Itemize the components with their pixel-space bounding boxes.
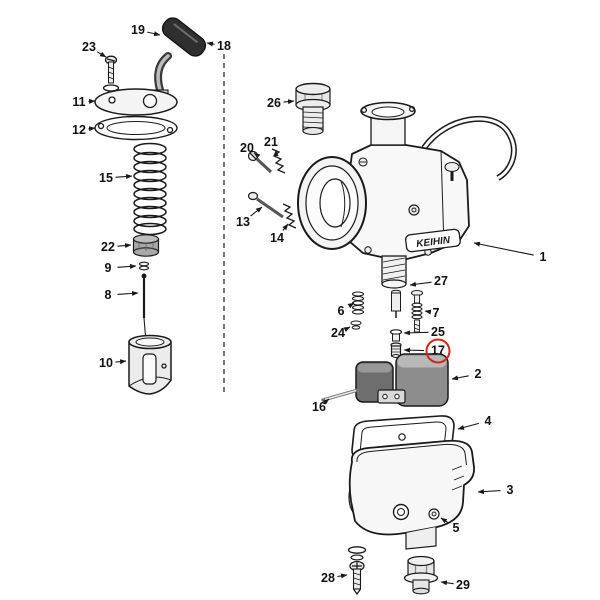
brand-label: KEIHIN: [416, 235, 452, 250]
carburetor-body: KEIHIN: [297, 101, 517, 289]
leader-line-24: [343, 326, 351, 332]
cable-adjuster-part: [150, 17, 207, 104]
part-label-1[interactable]: 1: [539, 249, 547, 264]
top-plate-part: [94, 88, 178, 116]
float-valve-part: [391, 289, 401, 318]
part-label-17[interactable]: 17: [425, 338, 451, 364]
idle-spring-part: [282, 203, 297, 229]
part-label-26[interactable]: 26: [267, 95, 281, 110]
leader-line-28: [337, 573, 348, 579]
part-label-12[interactable]: 12: [72, 122, 86, 137]
part-label-8[interactable]: 8: [104, 287, 112, 302]
part-label-27[interactable]: 27: [434, 273, 448, 288]
leader-line-19: [147, 31, 161, 37]
float-bowl-part: [348, 439, 475, 550]
part-label-25[interactable]: 25: [431, 324, 445, 339]
leader-line-16: [322, 398, 330, 405]
part-label-7[interactable]: 7: [432, 305, 440, 320]
leader-line-1: [473, 241, 534, 256]
part-label-20[interactable]: 20: [240, 140, 254, 155]
float-pin-part: [321, 388, 360, 402]
float-part: [355, 353, 449, 407]
leader-line-12: [88, 126, 96, 132]
part-label-23[interactable]: 23: [82, 39, 96, 54]
part-label-13[interactable]: 13: [236, 214, 250, 229]
part-label-3[interactable]: 3: [506, 482, 514, 497]
leader-line-5: [440, 517, 449, 524]
part-label-14[interactable]: 14: [270, 230, 284, 245]
part-label-19[interactable]: 19: [131, 22, 145, 37]
part-label-5[interactable]: 5: [452, 520, 460, 535]
part-label-29[interactable]: 29: [456, 577, 470, 592]
part-label-9[interactable]: 9: [104, 260, 112, 275]
leader-line-4: [457, 422, 479, 430]
clip-part: [350, 320, 362, 330]
leader-line-2: [451, 375, 469, 381]
throttle-slide-part: [128, 334, 172, 395]
top-screw-part: [102, 55, 120, 92]
part-label-11[interactable]: 11: [72, 94, 86, 109]
leader-line-15: [115, 173, 133, 179]
leader-line-25: [403, 330, 429, 336]
leader-line-13: [250, 206, 263, 217]
part-label-28[interactable]: 28: [321, 570, 335, 585]
air-screw-part: [411, 290, 423, 333]
part-label-6[interactable]: 6: [337, 303, 345, 318]
part-label-18[interactable]: 18: [217, 38, 231, 53]
drain-plug-part: [403, 555, 439, 595]
jet-needle-part: [141, 273, 147, 337]
leader-line-8: [117, 290, 139, 296]
part-label-22[interactable]: 22: [101, 239, 115, 254]
needle-retainer-part: [132, 234, 160, 257]
part-label-2[interactable]: 2: [474, 366, 482, 381]
leader-line-26: [283, 99, 295, 105]
needle-jet-part-17: [390, 342, 402, 358]
washer-jet-part: [389, 329, 403, 342]
part-label-21[interactable]: 21: [264, 134, 278, 149]
part-label-16[interactable]: 16: [312, 399, 326, 414]
leader-line-27: [409, 281, 432, 287]
idle-screw-part: [247, 191, 284, 219]
brand-plate: KEIHIN: [405, 228, 461, 253]
top-cap-plug-part: [295, 82, 331, 136]
leader-line-9: [117, 263, 137, 269]
leader-line-20: [253, 152, 261, 159]
return-spring-part: [133, 142, 167, 236]
leader-line-22: [117, 243, 132, 249]
part-label-15[interactable]: 15: [99, 170, 113, 185]
leader-line-23: [96, 51, 107, 58]
part-label-24[interactable]: 24: [331, 325, 345, 340]
leader-line-10: [115, 359, 127, 365]
leader-line-18: [206, 41, 215, 47]
leader-line-6: [347, 302, 355, 309]
leader-line-17: [403, 347, 425, 353]
part-label-10[interactable]: 10: [99, 355, 113, 370]
leader-line-3: [477, 489, 501, 495]
leader-line-29: [440, 580, 454, 586]
leader-line-14: [282, 223, 289, 231]
needle-clip-part: [138, 261, 150, 271]
part-label-4[interactable]: 4: [484, 413, 492, 428]
bowl-screw-part: [347, 546, 367, 596]
